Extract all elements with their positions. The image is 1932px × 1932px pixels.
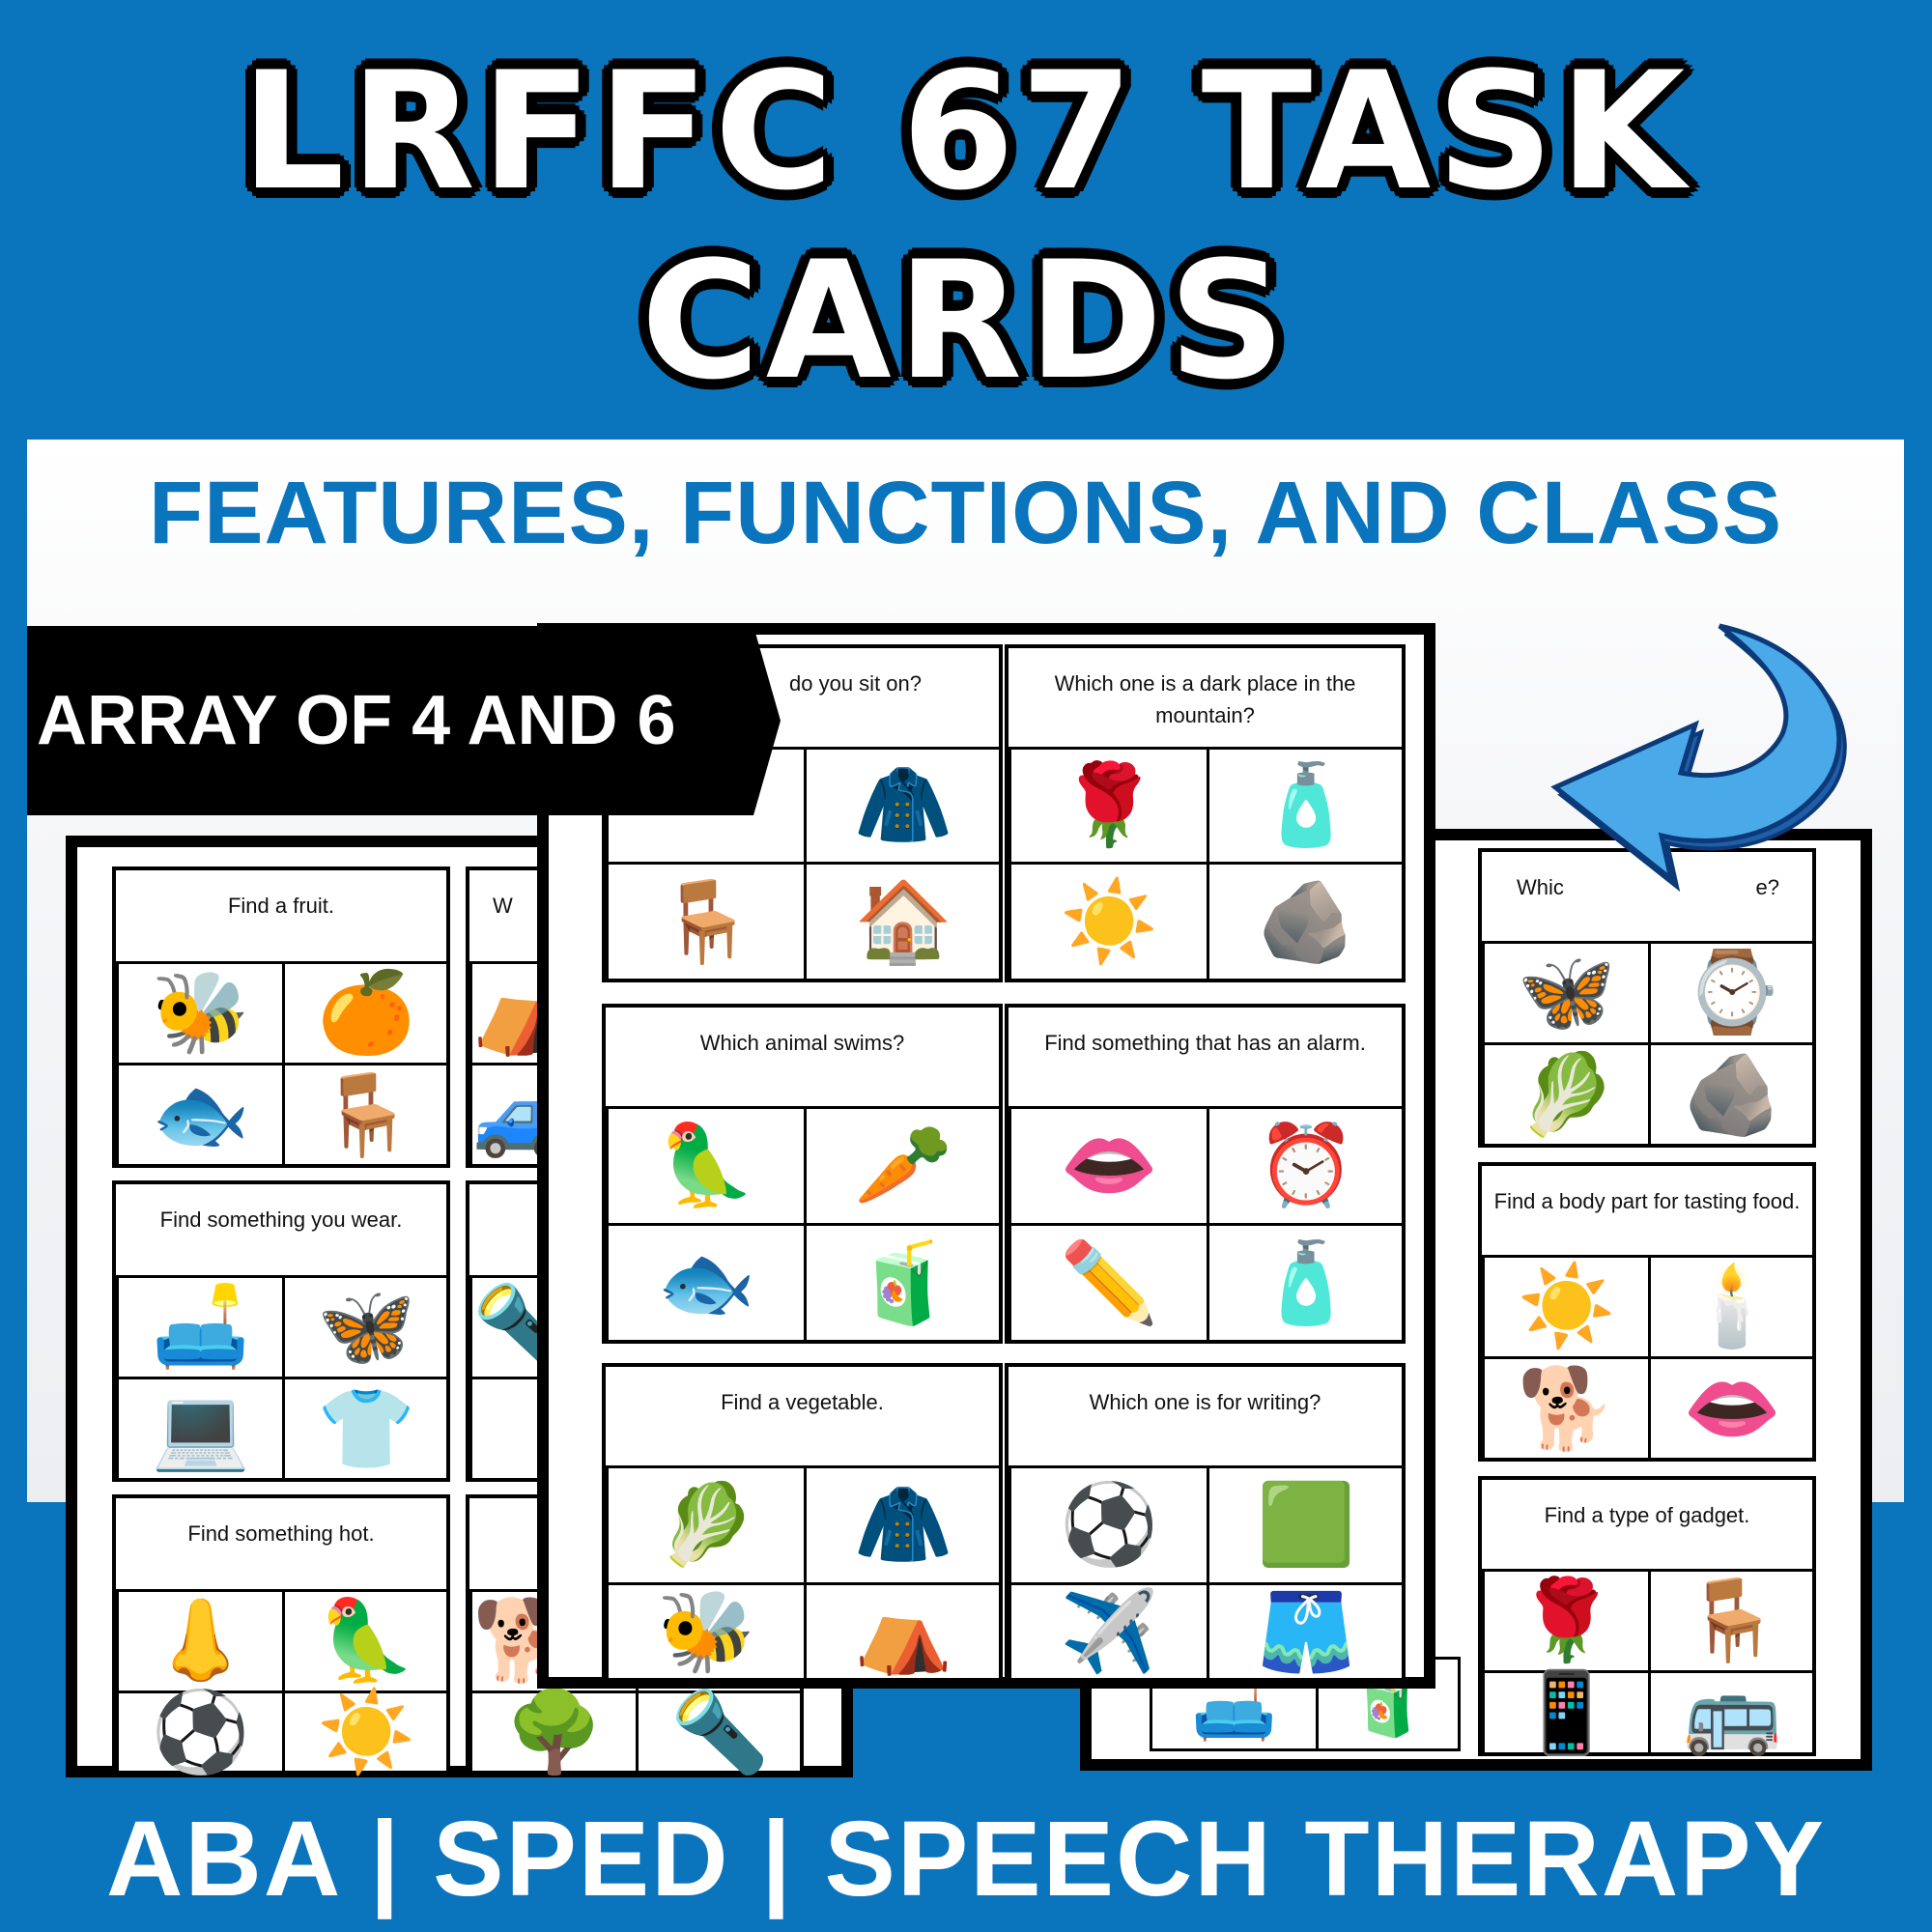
card-question: Find a type of gadget. <box>1544 1503 1750 1527</box>
card-option[interactable]: 👄 <box>1009 1106 1209 1226</box>
right-card-1: Whic e? 🦋 ⌚ 🥬 🪨 <box>1478 848 1816 1148</box>
card-option[interactable]: 🧃 <box>804 1223 1003 1344</box>
card-option[interactable]: 🐝 <box>116 961 285 1065</box>
card-option[interactable]: 🐟 <box>606 1223 807 1344</box>
card-option[interactable]: 🦋 <box>1482 941 1651 1045</box>
card-option[interactable]: 🦜 <box>606 1106 807 1226</box>
center-card-2: Which one is a dark place in the mountai… <box>1005 644 1406 982</box>
card-option[interactable]: ☀️ <box>1009 862 1209 982</box>
array-ribbon: ARRAY OF 4 AND 6 <box>27 626 781 815</box>
card-option[interactable]: 🛋️ <box>116 1275 285 1379</box>
card-option[interactable]: 🧥 <box>804 747 1003 865</box>
card-question: Find a body part for tasting food. <box>1493 1189 1801 1213</box>
card-option[interactable]: 💻 <box>116 1377 285 1482</box>
card-option[interactable]: 🧴 <box>1207 747 1406 865</box>
subtitle: FEATURES, FUNCTIONS, AND CLASS <box>148 464 1783 562</box>
right-card-2: Find a body part for tasting food. ☀️ 🕯️… <box>1478 1162 1816 1462</box>
card-question: Find something you wear. <box>159 1208 403 1232</box>
card-option[interactable]: 🧴 <box>1207 1223 1406 1344</box>
card-option[interactable]: 🟩 <box>1207 1465 1406 1585</box>
card-option[interactable]: 🌹 <box>1009 747 1209 865</box>
card-option[interactable]: ⏰ <box>1207 1106 1406 1226</box>
card-question: Find a fruit. <box>227 894 335 918</box>
card-option[interactable]: 🥬 <box>1482 1042 1651 1148</box>
card-option[interactable]: 🌹 <box>1482 1569 1651 1673</box>
card-question: Which one is a dark place in the mountai… <box>1054 671 1356 727</box>
card-option[interactable]: 🪑 <box>606 862 807 982</box>
center-card-3: Which animal swims? 🦜 🥕 🐟 🧃 <box>602 1004 1003 1344</box>
card-option[interactable]: 🌳 <box>469 1690 639 1775</box>
card-option[interactable]: ⌚ <box>1648 941 1816 1045</box>
card-question: Find something that has an alarm. <box>1044 1031 1366 1055</box>
card-question: do you sit on? <box>789 671 922 696</box>
card-option[interactable]: 🩳 <box>1207 1582 1406 1682</box>
card-option[interactable]: 🥬 <box>606 1465 807 1585</box>
card-question: Whic e? <box>1482 852 1812 903</box>
card-option[interactable]: 🦜 <box>282 1589 450 1693</box>
card-option[interactable]: 👕 <box>282 1377 450 1482</box>
card-option[interactable]: 🏠 <box>804 862 1003 982</box>
card-question-end: e? <box>1755 875 1779 899</box>
card-option[interactable]: 🕯️ <box>1648 1255 1816 1359</box>
card-option[interactable]: 🪑 <box>282 1063 450 1168</box>
card-option[interactable]: 🧥 <box>804 1465 1003 1585</box>
card-question-start: Whic <box>1517 875 1564 899</box>
card-option[interactable]: 👃 <box>116 1589 285 1693</box>
card-option[interactable]: 📱 <box>1482 1670 1651 1756</box>
card-option[interactable]: 🪨 <box>1648 1042 1816 1148</box>
left-card-1: Find a fruit. 🐝 🍊 🐟 🪑 <box>112 867 450 1168</box>
card-option[interactable]: 🪑 <box>1648 1569 1816 1673</box>
card-option[interactable]: ⛺ <box>804 1582 1003 1682</box>
card-option[interactable]: 🔦 <box>636 1690 804 1775</box>
card-option[interactable]: ⚽ <box>116 1690 285 1775</box>
card-option[interactable]: ✏️ <box>1009 1223 1209 1344</box>
card-option[interactable]: 🥕 <box>804 1106 1003 1226</box>
card-question: Which animal swims? <box>699 1031 905 1055</box>
card-option[interactable]: 🐟 <box>116 1063 285 1168</box>
card-option[interactable]: 👄 <box>1648 1356 1816 1462</box>
card-question: Find something hot. <box>187 1521 375 1546</box>
card-question: Which one is for writing? <box>1089 1390 1321 1414</box>
card-option[interactable]: 🚌 <box>1648 1670 1816 1756</box>
card-option[interactable]: ☀️ <box>282 1690 450 1775</box>
ribbon-label: ARRAY OF 4 AND 6 <box>37 682 676 759</box>
curved-arrow-icon <box>1550 623 1847 893</box>
title-line-1: LRFFC 67 TASK <box>241 37 1691 226</box>
right-card-3: Find a type of gadget. 🌹 🪑 📱 🚌 <box>1478 1476 1816 1756</box>
center-card-5: Find a vegetable. 🥬 🧥 🐝 ⛺ <box>602 1363 1003 1682</box>
card-question: Find a vegetable. <box>721 1390 884 1414</box>
left-card-3: Find something hot. 👃 🦜 ⚽ ☀️ <box>112 1494 450 1775</box>
left-card-2: Find something you wear. 🛋️ 🦋 💻 👕 <box>112 1180 450 1482</box>
card-option[interactable]: 🪨 <box>1207 862 1406 982</box>
title-line-2: CARDS <box>640 226 1292 415</box>
footer-tagline: ABA | SPED | SPEECH THERAPY <box>105 1800 1827 1918</box>
card-option[interactable]: 🍊 <box>282 961 450 1065</box>
center-card-6: Which one is for writing? ⚽ 🟩 ✈️ 🩳 <box>1005 1363 1406 1682</box>
card-option[interactable]: ✈️ <box>1009 1582 1209 1682</box>
card-option[interactable]: 🐕 <box>1482 1356 1651 1462</box>
card-option[interactable]: ⚽ <box>1009 1465 1209 1585</box>
card-option[interactable]: 🦋 <box>282 1275 450 1379</box>
card-option[interactable]: 🐝 <box>606 1582 807 1682</box>
card-question: W <box>493 894 513 918</box>
card-option[interactable]: ☀️ <box>1482 1255 1651 1359</box>
center-card-4: Find something that has an alarm. 👄 ⏰ ✏️… <box>1005 1004 1406 1344</box>
